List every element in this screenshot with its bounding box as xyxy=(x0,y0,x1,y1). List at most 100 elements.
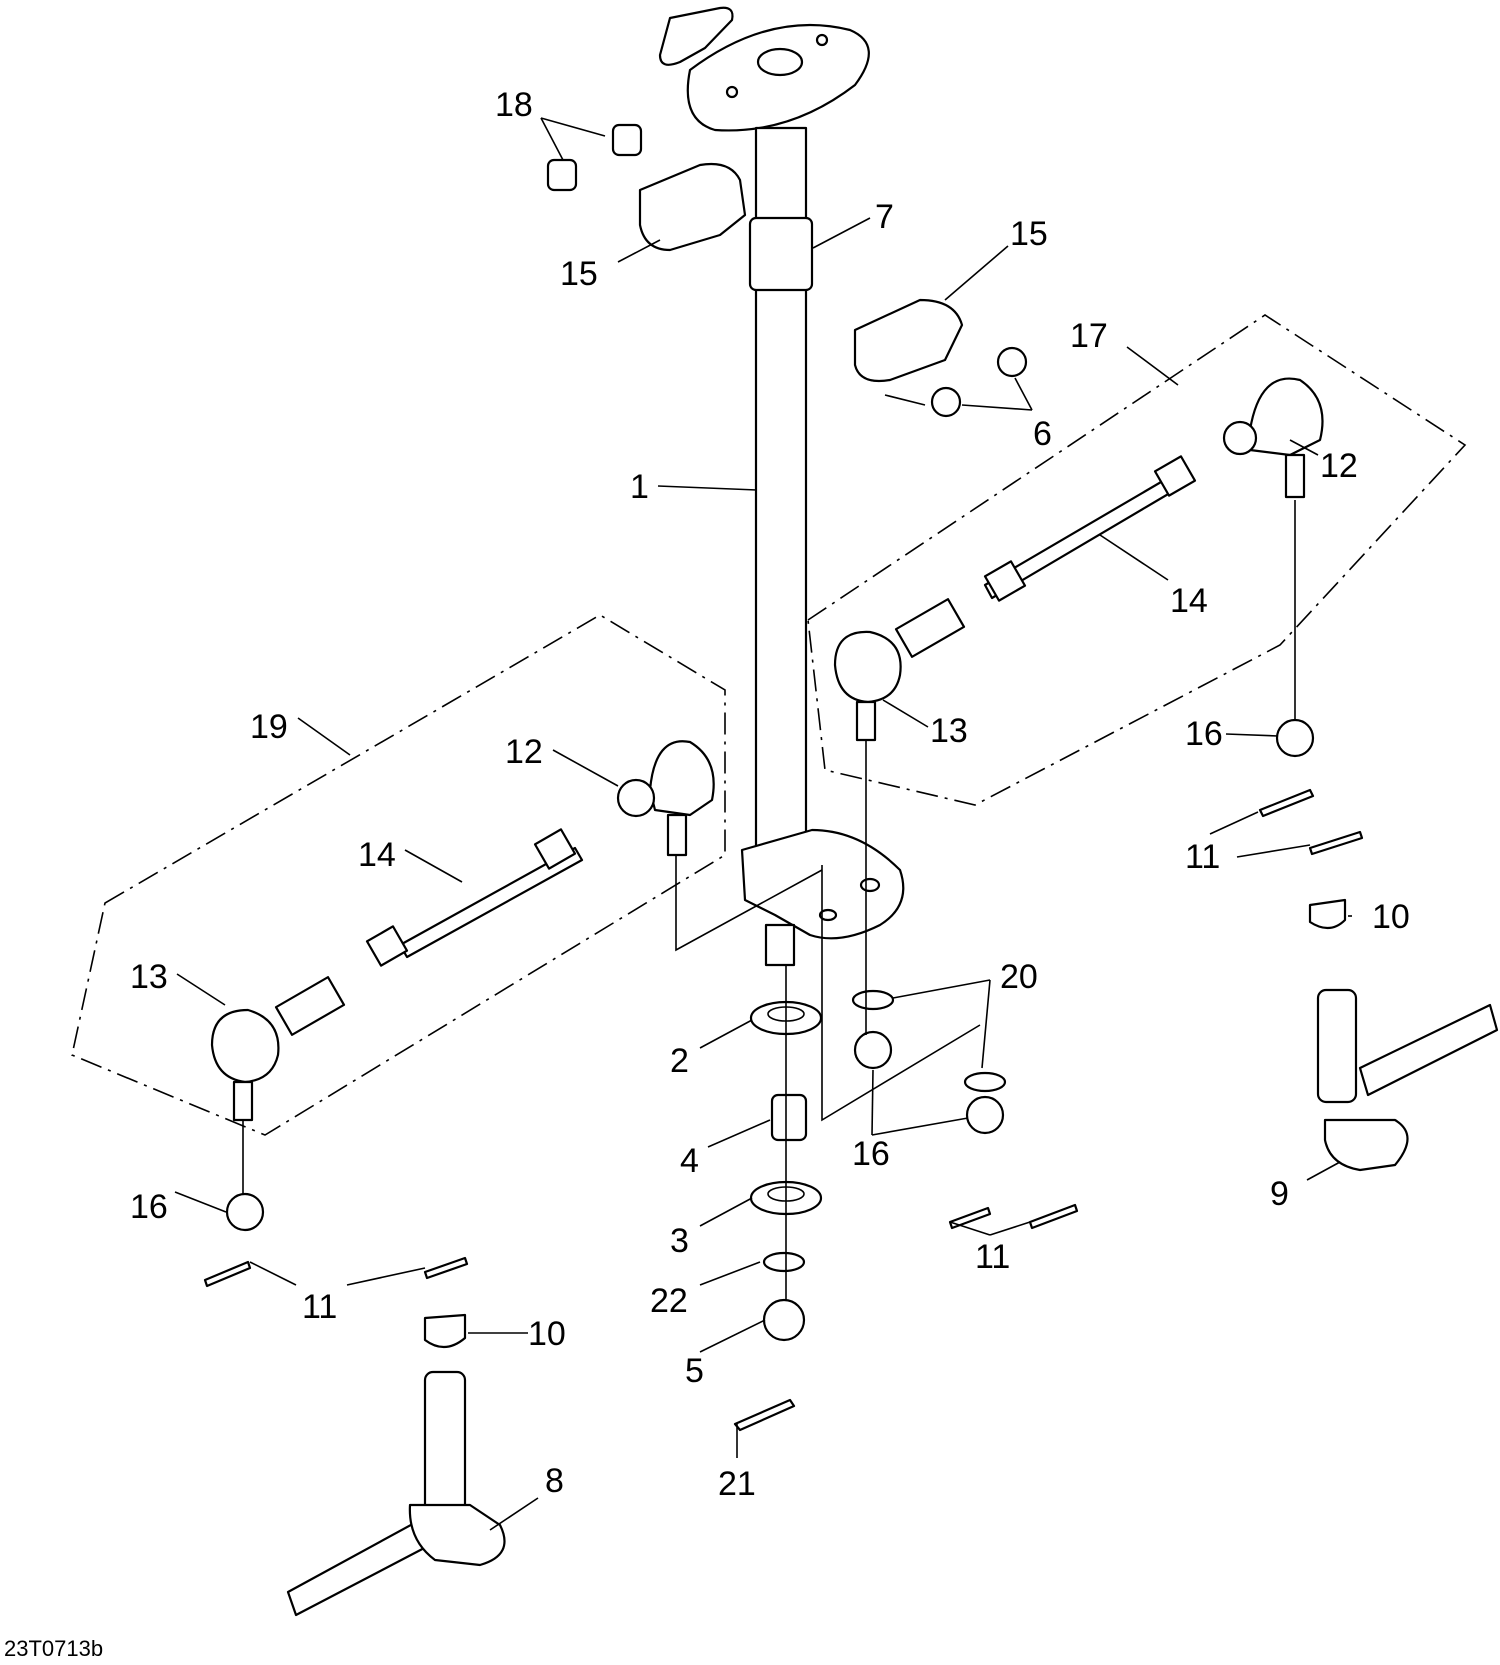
callout-11: 11 xyxy=(1185,838,1220,876)
washer-20-upper xyxy=(851,989,895,1011)
cotter-pin-11 xyxy=(948,1206,992,1230)
callout-16: 16 xyxy=(852,1135,890,1173)
callout-21: 21 xyxy=(718,1465,756,1503)
callout-3: 3 xyxy=(670,1222,689,1260)
spindle-9 xyxy=(1316,988,1499,1172)
tie-rod-end-12-right xyxy=(1248,377,1324,457)
callout-20: 20 xyxy=(1000,958,1038,996)
spindle-8 xyxy=(286,1370,506,1617)
callout-12: 12 xyxy=(1320,447,1358,485)
right-tie-rod-assembly-boundary xyxy=(807,314,1467,806)
nut-16-center-left xyxy=(853,1030,893,1070)
tie-rod-end-13-left-neck xyxy=(274,976,346,1036)
callout-10: 10 xyxy=(1372,898,1410,936)
left-tie-rod xyxy=(210,740,715,1122)
cotter-pin-11 xyxy=(1258,788,1315,818)
tie-rod-end-12-right-nut xyxy=(1222,420,1258,456)
tie-rod-14-right-jam-nut-a xyxy=(1153,455,1197,497)
bearing-clamp-right xyxy=(853,298,964,383)
steering-plate-hole xyxy=(815,33,829,47)
spindle-8-axle xyxy=(286,1518,432,1617)
bushing-18-upper xyxy=(611,123,643,157)
spindle-9-arm xyxy=(1323,1118,1409,1172)
callout-7: 7 xyxy=(875,198,894,236)
left-tie-rod-assembly-boundary xyxy=(71,614,726,1136)
tie-rod-14-right-jam-nut-b xyxy=(983,560,1027,602)
steering-handle-plate xyxy=(686,24,870,132)
figure-reference: 23T0713b xyxy=(4,1636,103,1661)
tie-rod-14-left-jam-nut-b xyxy=(365,925,409,967)
callout-15: 15 xyxy=(560,255,598,293)
steering-plate-hole xyxy=(725,85,739,99)
tie-rod-end-13-right-neck xyxy=(894,598,966,658)
callout-18: 18 xyxy=(495,86,533,124)
cotter-pin-11 xyxy=(1028,1203,1079,1230)
callout-16: 16 xyxy=(130,1188,168,1226)
callout-13: 13 xyxy=(130,958,168,996)
connection-line xyxy=(884,394,926,406)
spindle-8-post xyxy=(423,1370,467,1514)
callout-2: 2 xyxy=(670,1042,689,1080)
right-tie-rod xyxy=(833,377,1324,742)
nut-16-center-right xyxy=(965,1095,1005,1135)
nut-16-left xyxy=(225,1192,265,1232)
callout-16: 16 xyxy=(1185,715,1223,753)
callout-17: 17 xyxy=(1070,317,1108,355)
callout-leaders xyxy=(174,117,1352,1531)
steering-bushing-collar xyxy=(748,216,814,292)
callout-10: 10 xyxy=(528,1315,566,1353)
connection-line xyxy=(675,855,823,952)
tie-rod-end-13-right xyxy=(833,630,902,704)
tie-rod-end-12-right-stud xyxy=(1284,453,1306,499)
nut-5 xyxy=(762,1298,806,1342)
steering-arm-hole xyxy=(818,908,838,922)
flange-nut-6-upper xyxy=(996,346,1028,378)
spindle-9-axle xyxy=(1358,1003,1499,1097)
callout-labels: 18 15 7 15 17 6 1 12 14 13 16 11 10 19 1… xyxy=(130,86,1410,1503)
cotter-pin-11 xyxy=(203,1260,252,1288)
callout-1: 1 xyxy=(630,468,649,506)
callout-22: 22 xyxy=(650,1282,688,1320)
callout-12: 12 xyxy=(505,733,543,771)
bearing-clamp-left xyxy=(638,162,747,252)
tie-rod-14-left-jam-nut-a xyxy=(533,828,577,870)
callout-11: 11 xyxy=(302,1288,337,1326)
steering-handle-loop xyxy=(658,6,734,66)
flange-nut-6-lower xyxy=(930,386,962,418)
nut-16-right xyxy=(1275,718,1315,758)
bushing-18-lower xyxy=(546,158,578,192)
callout-11: 11 xyxy=(975,1238,1010,1276)
cotter-pin-11 xyxy=(423,1256,469,1280)
callout-6: 6 xyxy=(1033,415,1052,453)
callout-19: 19 xyxy=(250,708,288,746)
callout-9: 9 xyxy=(1270,1175,1289,1213)
connection-line xyxy=(821,865,981,1122)
castle-nut-10-left xyxy=(423,1313,467,1349)
callout-5: 5 xyxy=(685,1352,704,1390)
tie-rod-end-13-left xyxy=(210,1008,280,1084)
steering-column xyxy=(658,6,905,967)
tie-rod-end-13-left-stud xyxy=(232,1080,254,1122)
cotter-pin-11 xyxy=(1308,830,1364,856)
tie-rod-end-12-left xyxy=(648,740,715,817)
callout-15: 15 xyxy=(1010,215,1048,253)
spacer-4 xyxy=(770,1093,808,1142)
castle-nut-10-right xyxy=(1308,898,1347,930)
steering-plate-center-hole xyxy=(756,47,804,77)
steering-shaft-stub xyxy=(764,923,796,967)
washer-20-lower xyxy=(963,1071,1007,1093)
spindle-9-post xyxy=(1316,988,1358,1104)
steering-arm-hole xyxy=(859,877,881,893)
tie-rod-end-13-right-stud xyxy=(855,700,877,742)
callout-4: 4 xyxy=(680,1142,699,1180)
washer-22 xyxy=(762,1251,806,1273)
callout-14: 14 xyxy=(358,836,396,874)
callout-8: 8 xyxy=(545,1462,564,1500)
tie-rod-end-12-left-nut xyxy=(616,778,656,818)
callout-14: 14 xyxy=(1170,582,1208,620)
tie-rod-end-12-left-stud xyxy=(666,813,688,857)
spindle-8-arm xyxy=(408,1503,506,1567)
cotter-pin-21 xyxy=(733,1398,796,1432)
callout-13: 13 xyxy=(930,712,968,750)
